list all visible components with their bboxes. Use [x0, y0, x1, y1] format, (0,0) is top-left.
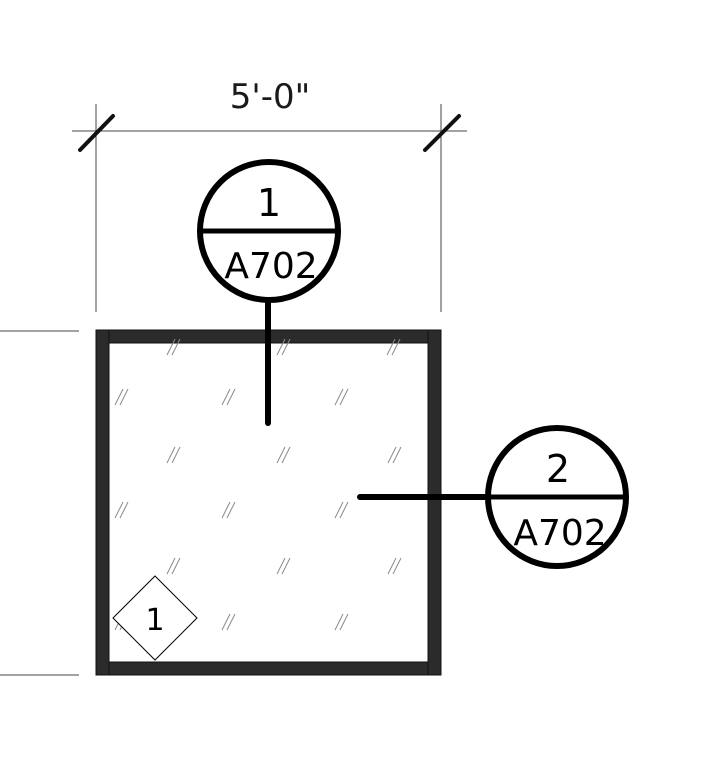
- glass-hatch-stroke: [171, 557, 181, 575]
- window-frame-jamb-right: [427, 329, 442, 676]
- glass-hatch-stroke: [119, 501, 129, 519]
- window-type-tag[interactable]: 1: [112, 575, 198, 661]
- glass-hatch-stroke: [221, 613, 231, 631]
- glass-hatch-stroke: [281, 557, 291, 575]
- glass-hatch-stroke: [166, 446, 176, 464]
- glass-hatch-stroke: [281, 338, 291, 356]
- window-frame-sill: [95, 661, 442, 676]
- glass-hatch-pattern: [114, 338, 402, 631]
- glass-hatch-stroke: [391, 338, 401, 356]
- glass-hatch-stroke: [334, 501, 344, 519]
- dimension-tick-left: [78, 114, 115, 152]
- window-tag-diamond: [112, 575, 198, 661]
- glass-hatch-stroke: [171, 446, 181, 464]
- window-tag-number: 1: [145, 603, 164, 638]
- glass-hatch-stroke: [387, 446, 397, 464]
- glass-hatch-stroke: [392, 557, 402, 575]
- glass-hatch-stroke: [334, 388, 344, 406]
- glass-hatch-stroke: [171, 338, 181, 356]
- callout-1-sheet: A702: [224, 246, 317, 287]
- glass-hatch-stroke: [221, 388, 231, 406]
- glass-hatch-stroke: [114, 388, 124, 406]
- glass-hatch-stroke: [226, 613, 236, 631]
- glass-hatch-stroke: [276, 338, 286, 356]
- glass-hatch-stroke: [339, 501, 349, 519]
- glass-hatch-stroke: [276, 557, 286, 575]
- glass-hatch-stroke: [276, 446, 286, 464]
- glass-hatch-stroke: [221, 501, 231, 519]
- glass-hatch-stroke: [119, 388, 129, 406]
- glass-hatch-stroke: [334, 613, 344, 631]
- glass-hatch-stroke: [386, 338, 396, 356]
- glass-hatch-stroke: [226, 388, 236, 406]
- callout-2-number: 2: [546, 447, 570, 491]
- glass-hatch-stroke: [392, 446, 402, 464]
- callout-2-sheet: A702: [513, 513, 606, 554]
- window-frame-jamb-left: [95, 329, 110, 676]
- glass-hatch-stroke: [166, 338, 176, 356]
- dimension-string: 5'-0": [72, 77, 467, 312]
- dimension-tick-right: [423, 114, 461, 152]
- glass-hatch-stroke: [114, 501, 124, 519]
- callout-1-number: 1: [257, 181, 281, 225]
- glass-hatch-stroke: [339, 388, 349, 406]
- glass-hatch-stroke: [339, 613, 349, 631]
- glass-hatch-stroke: [387, 557, 397, 575]
- section-callout-1[interactable]: 1 A702: [197, 159, 341, 303]
- glass-hatch-stroke: [281, 446, 291, 464]
- glass-hatch-stroke: [166, 557, 176, 575]
- glass-hatch-stroke: [226, 501, 236, 519]
- section-callout-2[interactable]: 2 A702: [485, 425, 629, 569]
- dimension-text: 5'-0": [230, 77, 311, 117]
